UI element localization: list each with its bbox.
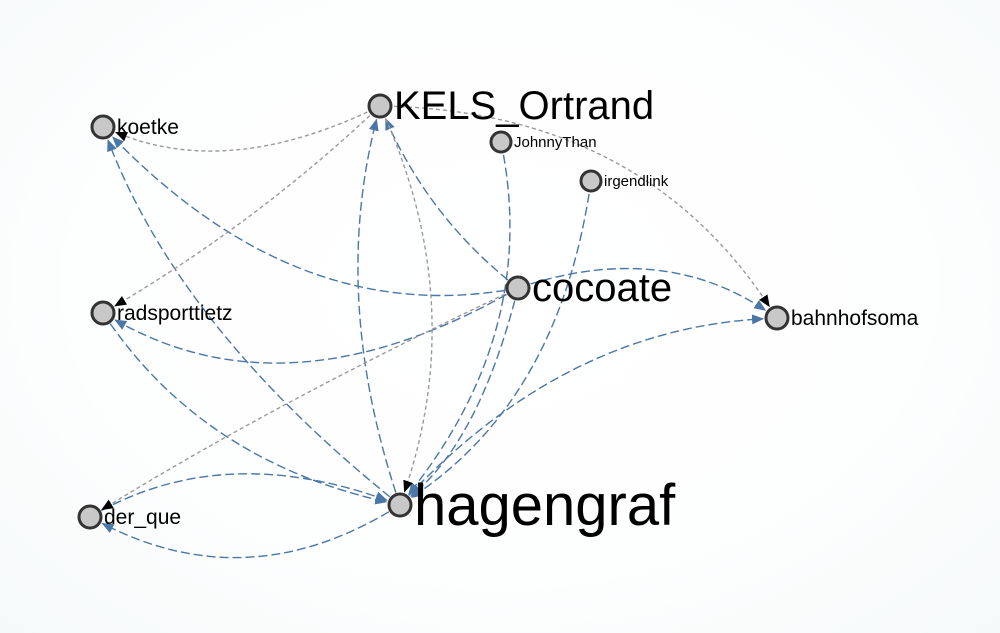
edge-cocoate-to-der_que [101,287,519,511]
node-label-radsporttietz: radsporttietz [117,302,233,325]
node-label-johnny: JohnnyThan [514,134,597,151]
node-johnny[interactable]: JohnnyThan [489,130,597,154]
edge-hagengraf-to-kels [357,118,401,506]
node-circle-der_que[interactable] [77,504,103,530]
node-label-hagengraf: hagengraf [414,473,676,538]
edge-cocoate-to-koetke [112,136,519,297]
edge-irgendlink-to-hagengraf [410,180,592,498]
node-radsporttietz[interactable]: radsporttietz [90,300,233,326]
node-circle-johnny[interactable] [489,130,513,154]
edge-cocoate-to-radsporttietz [114,287,519,364]
edge-hagengraf-to-koetke [107,139,401,506]
edge-kels-to-bahnhofsoma [379,105,770,308]
edge-johnny-to-hagengraf [408,141,511,495]
node-label-bahnhofsoma: bahnhofsoma [791,307,919,330]
edges-layer [89,105,770,559]
node-bahnhofsoma[interactable]: bahnhofsoma [764,305,919,331]
node-circle-bahnhofsoma[interactable] [764,305,790,331]
edge-hagengraf-to-der_que [101,504,401,559]
edge-der_que-to-hagengraf [89,473,388,518]
edge-kels-to-koetke [114,105,381,152]
node-circle-hagengraf[interactable] [387,492,413,518]
node-irgendlink[interactable]: irgendlink [579,169,669,193]
node-cocoate[interactable]: cocoate [505,266,672,310]
edge-kels-to-hagengraf [379,105,433,493]
node-circle-cocoate[interactable] [505,275,531,301]
node-der_que[interactable]: der_que [77,504,181,530]
node-label-cocoate: cocoate [532,266,672,310]
node-label-irgendlink: irgendlink [604,173,669,190]
node-circle-irgendlink[interactable] [579,169,603,193]
node-circle-kels[interactable] [367,93,393,119]
node-circle-koetke[interactable] [90,114,116,140]
node-hagengraf[interactable]: hagengraf [387,473,676,538]
node-circle-radsporttietz[interactable] [90,300,116,326]
edge-kels-to-radsporttietz [114,105,381,307]
node-label-kels: KELS_Ortrand [394,84,654,128]
node-kels[interactable]: KELS_Ortrand [367,84,654,128]
node-koetke[interactable]: koetke [90,114,179,140]
edge-cocoate-to-hagengraf [410,287,519,497]
edge-cocoate-to-bahnhofsoma [517,267,767,311]
edge-cocoate-to-kels [384,117,519,289]
node-label-koetke: koetke [117,116,179,139]
edge-radsporttietz-to-hagengraf [102,312,388,505]
node-label-der_que: der_que [104,506,181,529]
edge-hagengraf-to-bahnhofsoma [399,314,765,506]
